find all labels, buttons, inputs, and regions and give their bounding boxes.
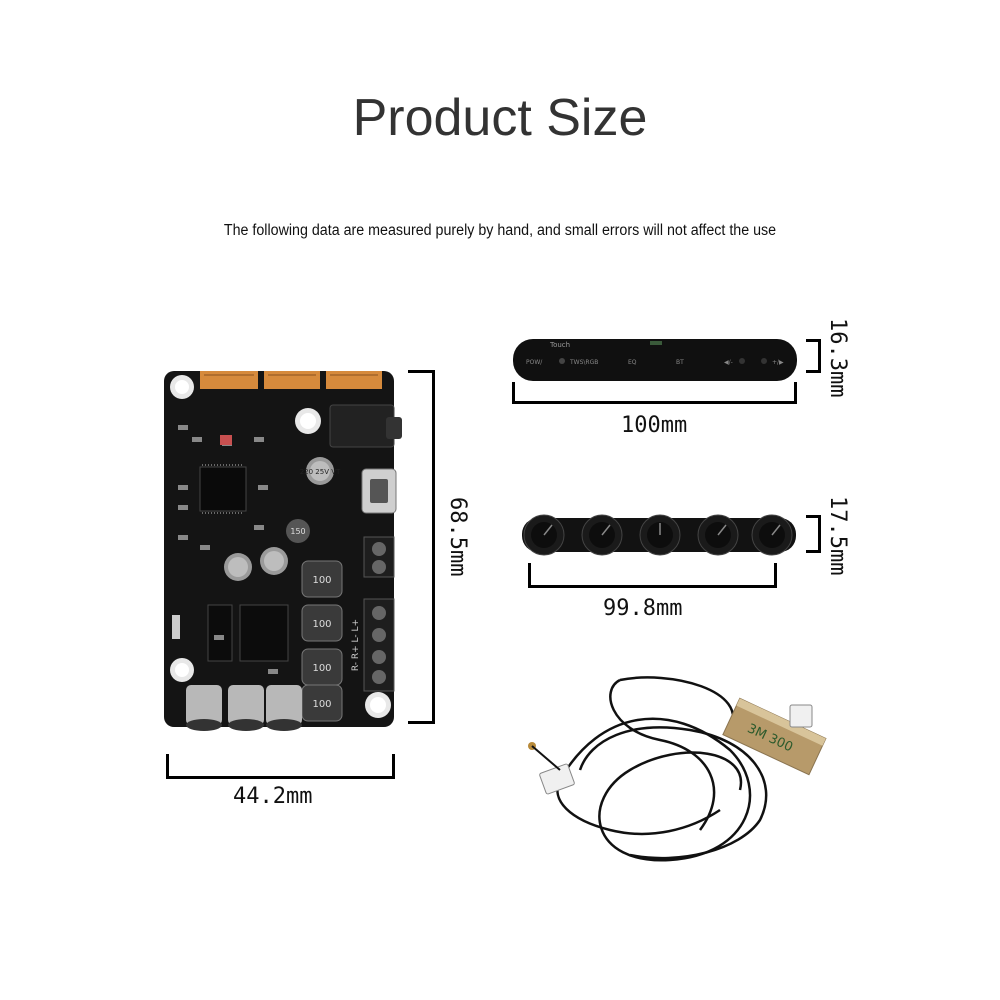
touch-width-line <box>512 401 797 404</box>
touch-button-eq: EQ <box>628 359 637 366</box>
amplifier-board-image: 220 25V VT 150 100 100 100 100 R- R+ L- … <box>164 371 402 731</box>
page-subtitle: The following data are measured purely b… <box>223 222 777 239</box>
touch-height-tick-bottom <box>806 370 821 373</box>
touch-height-tick-top <box>806 339 821 342</box>
knob-panel-image <box>522 514 796 556</box>
svg-text:100: 100 <box>312 663 331 674</box>
knob-width-line <box>528 585 777 588</box>
board-height-label: 68.5mm <box>445 497 470 577</box>
touch-button-tws: TWS\RGB <box>569 359 598 366</box>
touch-width-tick-right <box>794 382 797 404</box>
board-height-tick-top <box>408 370 435 373</box>
touch-button-bt: BT <box>676 359 684 366</box>
knob-height-tick-top <box>806 515 821 518</box>
antenna-cable-image: 3M 300 <box>528 676 827 862</box>
board-height-tick-bottom <box>408 721 435 724</box>
touch-label: Touch <box>549 341 570 349</box>
knob-width-tick-left <box>528 563 531 588</box>
svg-text:100: 100 <box>312 699 331 710</box>
touch-button-next: +/▶ <box>772 359 784 366</box>
touch-height-line <box>818 339 821 373</box>
touch-height-label: 16.3mm <box>825 318 850 398</box>
svg-text:100: 100 <box>312 619 331 630</box>
small-inductor-label: 150 <box>290 527 305 536</box>
touch-button-pow: POW/ <box>526 359 543 366</box>
touch-button-prev: ◀/- <box>724 359 733 366</box>
touch-panel-image: Touch POW/ TWS\RGB EQ BT ◀/- +/▶ <box>513 339 797 381</box>
knob-height-line <box>818 515 821 553</box>
touch-width-tick-left <box>512 382 515 404</box>
knob-width-tick-right <box>774 563 777 588</box>
knob-height-label: 17.5mm <box>825 496 850 576</box>
board-width-tick-right <box>392 754 395 779</box>
cap-label: 220 25V VT <box>300 468 341 476</box>
board-width-label: 44.2mm <box>233 784 313 809</box>
inductor-label: 100 <box>312 575 331 586</box>
touch-width-label: 100mm <box>621 413 688 438</box>
board-height-line <box>432 370 435 724</box>
knob-width-label: 99.8mm <box>603 596 683 621</box>
terminal-labels: R- R+ L- L+ <box>351 619 361 671</box>
board-width-tick-left <box>166 754 169 779</box>
board-width-line <box>166 776 395 779</box>
page-title: Product Size <box>352 89 648 147</box>
knob-height-tick-bottom <box>806 550 821 553</box>
